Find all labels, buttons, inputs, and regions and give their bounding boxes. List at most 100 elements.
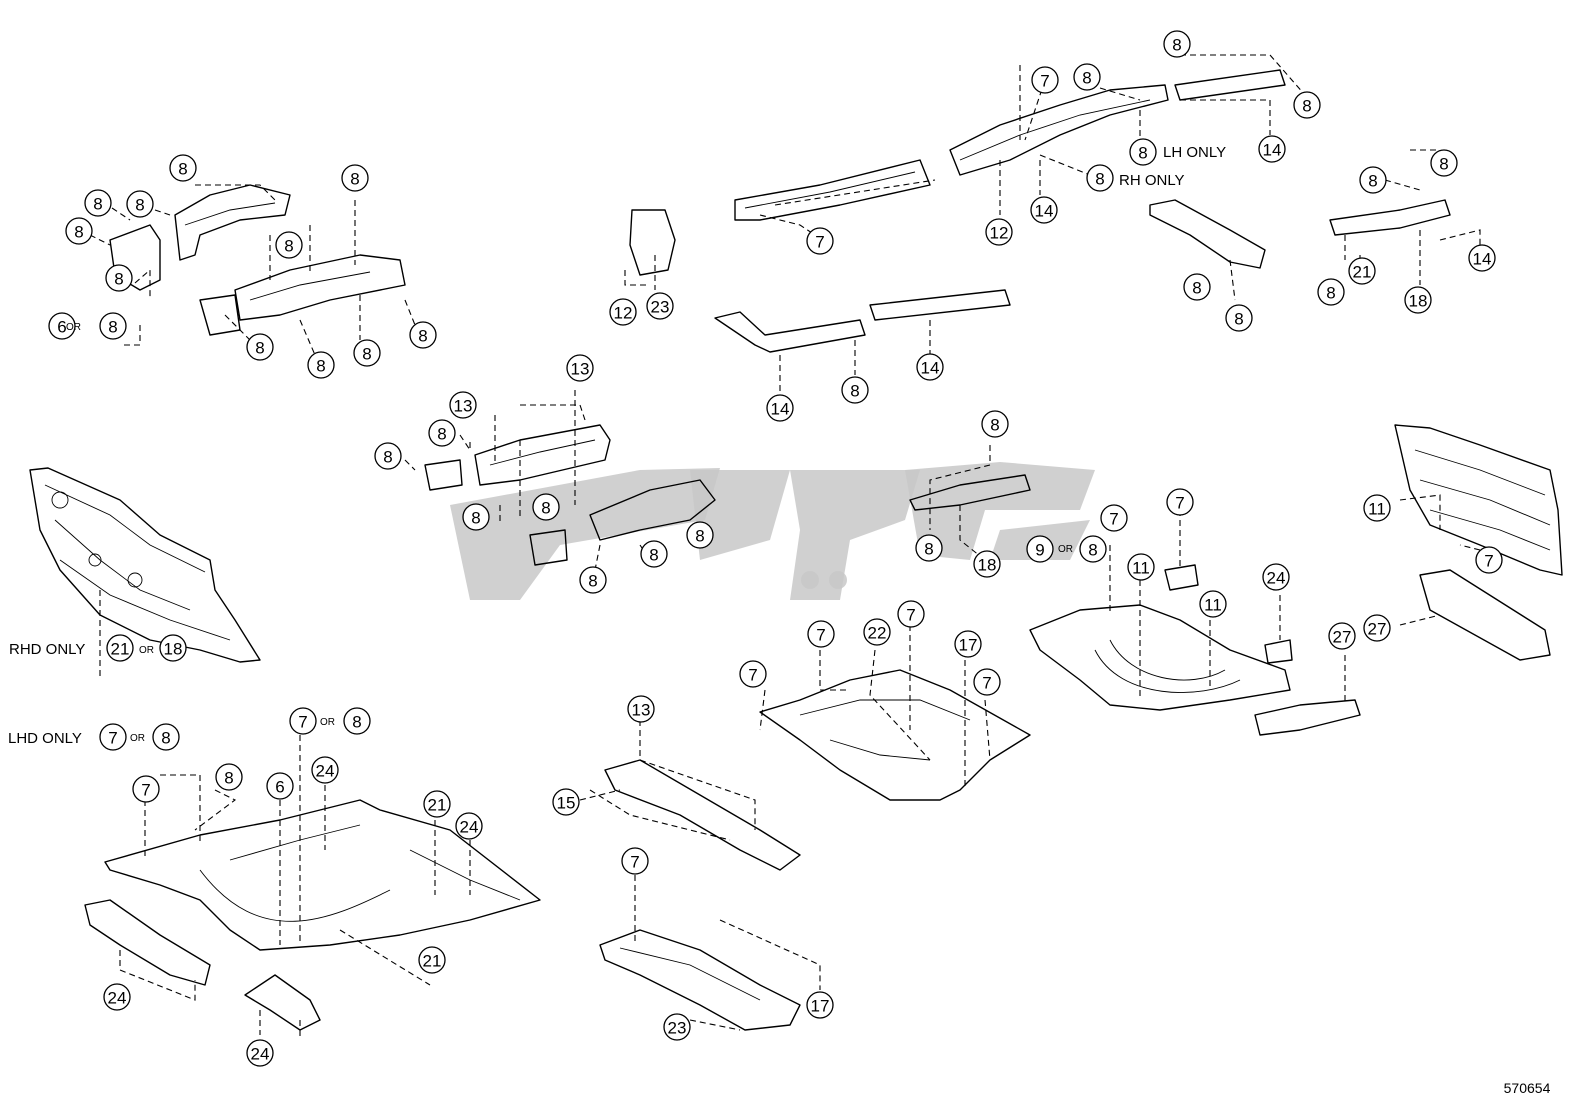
callout-circle xyxy=(1348,257,1376,285)
callout-circle xyxy=(1073,63,1101,91)
callout-number: 23 xyxy=(668,1019,687,1038)
callout-18: 18 xyxy=(973,550,1001,578)
watermark-logo xyxy=(450,462,1095,600)
callout-circle xyxy=(807,620,835,648)
callout-number: 8 xyxy=(1172,36,1181,55)
callout-circle xyxy=(1086,164,1114,192)
callout-circle xyxy=(1262,563,1290,591)
callout-circle xyxy=(1129,138,1157,166)
callout-8: 8 xyxy=(686,521,714,549)
callout-23: 23 xyxy=(646,292,674,320)
callout-number: 8 xyxy=(850,382,859,401)
callout-8: 8 xyxy=(579,566,607,594)
callout-circle xyxy=(409,321,437,349)
callout-circle xyxy=(579,566,607,594)
callout-8: 8 xyxy=(65,217,93,245)
callout-circle xyxy=(428,419,456,447)
callout-8: 8 xyxy=(1086,164,1114,192)
callout-8: 8 xyxy=(1225,304,1253,332)
callout-9: 9 xyxy=(1026,535,1054,563)
callout-15: 15 xyxy=(552,788,580,816)
callout-number: 8 xyxy=(352,713,361,732)
callout-circle xyxy=(48,312,76,340)
callout-7: 7 xyxy=(132,775,160,803)
callout-24: 24 xyxy=(246,1039,274,1067)
callout-8: 8 xyxy=(1073,63,1101,91)
callout-circle xyxy=(841,376,869,404)
callout-number: 8 xyxy=(1095,170,1104,189)
part-center-side-member xyxy=(604,759,801,871)
callout-number: 7 xyxy=(1175,494,1184,513)
callout-14: 14 xyxy=(766,394,794,422)
part-rocker-front xyxy=(734,159,931,221)
callout-number: 8 xyxy=(588,572,597,591)
callout-number: 17 xyxy=(959,636,978,655)
callout-circle xyxy=(1127,553,1155,581)
callout-number: 8 xyxy=(135,196,144,215)
part-rear-floor-side xyxy=(1149,199,1266,269)
callout-14: 14 xyxy=(916,353,944,381)
callout-number: 13 xyxy=(454,397,473,416)
callout-number: 7 xyxy=(298,713,307,732)
callout-number: 8 xyxy=(350,170,359,189)
callout-number: 8 xyxy=(362,345,371,364)
callout-8: 8 xyxy=(215,763,243,791)
callout-number: 14 xyxy=(771,400,790,419)
note-rhd-only: RHD ONLY xyxy=(9,641,85,658)
callout-number: 12 xyxy=(614,304,633,323)
callout-number: 7 xyxy=(141,781,150,800)
part-rear-crossmember-small xyxy=(909,474,1031,511)
callout-number: 9 xyxy=(1035,541,1044,560)
callout-21: 21 xyxy=(106,634,134,662)
part-rear-rail-top xyxy=(1174,69,1286,101)
callout-number: 8 xyxy=(990,416,999,435)
callout-11: 11 xyxy=(1127,553,1155,581)
callout-7: 7 xyxy=(1475,546,1503,574)
callout-8: 8 xyxy=(126,190,154,218)
callout-8: 8 xyxy=(84,189,112,217)
callout-number: 15 xyxy=(557,794,576,813)
callout-number: 18 xyxy=(978,556,997,575)
callout-6: 6 xyxy=(266,772,294,800)
callout-24: 24 xyxy=(1262,563,1290,591)
part-rear-frame-left xyxy=(949,84,1169,176)
callout-number: 11 xyxy=(1204,596,1222,615)
callout-circle xyxy=(1404,286,1432,314)
callout-7: 7 xyxy=(897,600,925,628)
callout-circle xyxy=(552,788,580,816)
callout-27: 27 xyxy=(1328,622,1356,650)
callout-circle xyxy=(1363,614,1391,642)
or-label: OR xyxy=(130,733,145,744)
callout-circle xyxy=(374,442,402,470)
callout-circle xyxy=(311,756,339,784)
callout-circle xyxy=(1100,504,1128,532)
callout-7: 7 xyxy=(99,723,127,751)
note-rh-only: RH ONLY xyxy=(1119,172,1185,189)
part-rear-bracket-small xyxy=(1164,564,1293,664)
callout-number: 8 xyxy=(284,237,293,256)
callout-number: 7 xyxy=(108,729,117,748)
callout-number: 8 xyxy=(541,499,550,518)
callout-circle xyxy=(1359,166,1387,194)
callout-number: 8 xyxy=(695,527,704,546)
callout-11: 11 xyxy=(1363,494,1391,522)
callout-12: 12 xyxy=(609,298,637,326)
callout-number: 23 xyxy=(651,298,670,317)
callout-number: 8 xyxy=(1138,144,1147,163)
callout-number: 27 xyxy=(1333,628,1352,647)
callout-circle xyxy=(739,660,767,688)
callout-circle xyxy=(343,707,371,735)
or-label: OR xyxy=(66,322,81,333)
callout-7: 7 xyxy=(1100,504,1128,532)
callout-circle xyxy=(609,298,637,326)
callout-number: 8 xyxy=(383,448,392,467)
callout-number: 8 xyxy=(224,769,233,788)
callout-number: 8 xyxy=(437,425,446,444)
callout-8: 8 xyxy=(343,707,371,735)
callout-13: 13 xyxy=(566,354,594,382)
callout-8: 8 xyxy=(462,503,490,531)
callout-number: 13 xyxy=(632,701,651,720)
callout-number: 8 xyxy=(161,729,170,748)
